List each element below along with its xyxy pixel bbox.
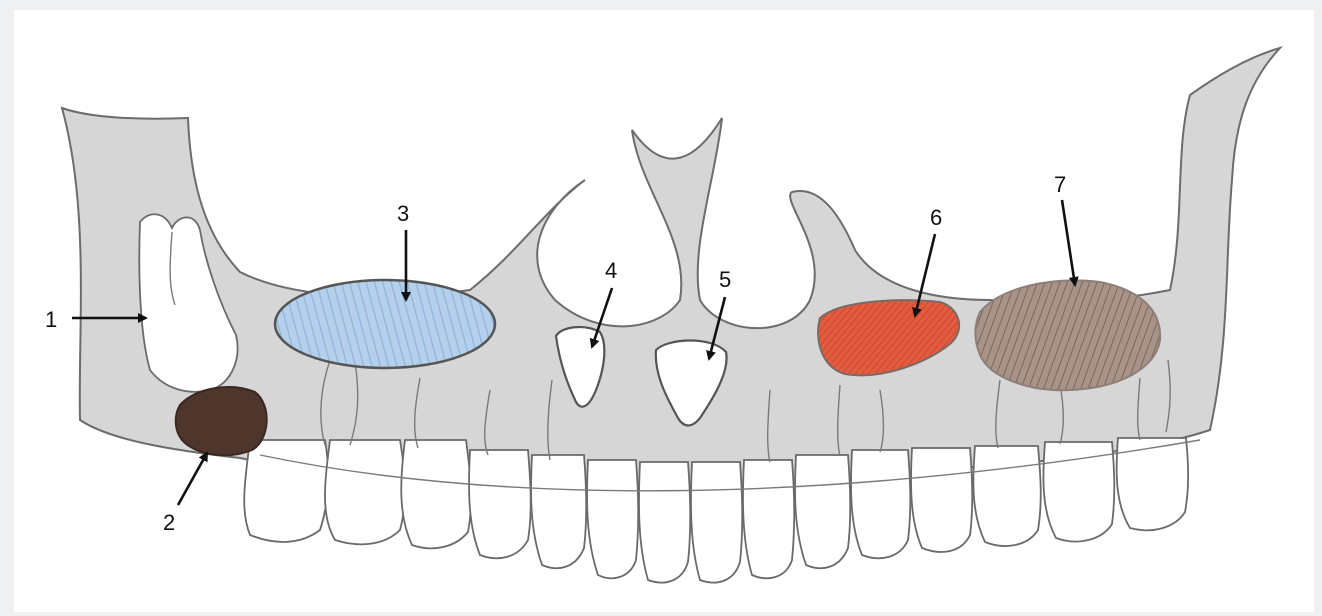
label-1: 1	[45, 307, 57, 332]
label-2: 2	[163, 510, 175, 535]
label-4: 4	[605, 258, 617, 283]
label-5: 5	[719, 267, 731, 292]
label-6: 6	[930, 205, 942, 230]
arrow-2	[178, 453, 207, 505]
panoramic-jaw-diagram: 1 2 3 4 5 6 7	[14, 10, 1314, 612]
lesion-7-mottled-lesion	[976, 280, 1161, 390]
arrow-7	[1062, 200, 1075, 285]
illustration-frame: 1 2 3 4 5 6 7	[14, 10, 1314, 612]
label-3: 3	[397, 201, 409, 226]
lesion-2-dark-lesion	[176, 387, 267, 455]
lesion-3-blue-lesion	[275, 280, 495, 368]
label-7: 7	[1054, 172, 1066, 197]
